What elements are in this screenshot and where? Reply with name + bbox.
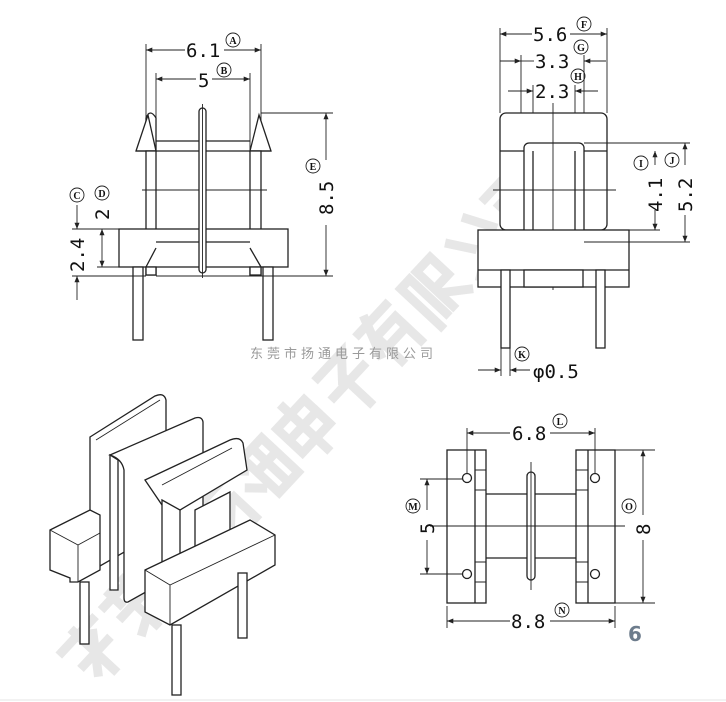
bottom-view: 6.8 L 5 M 8 O 8.8 N (405, 413, 655, 633)
label-c: C (73, 191, 80, 202)
dim-d: 2 (92, 209, 114, 220)
dim-e: 8.5 (316, 181, 338, 215)
isometric-view (49, 394, 276, 696)
label-i: I (639, 159, 643, 170)
pin (595, 269, 606, 349)
dim-c: 2.4 (67, 238, 89, 272)
label-k: K (518, 350, 526, 361)
label-f: F (581, 20, 587, 31)
pin (500, 269, 511, 349)
pin-hole (589, 568, 601, 580)
label-g: G (577, 43, 585, 54)
label-h: H (574, 72, 582, 83)
watermark-small: 东莞市扬通电子有限公司 (250, 346, 437, 362)
label-b: B (221, 66, 228, 77)
dim-l: 6.8 (512, 423, 546, 445)
label-a: A (229, 36, 237, 47)
dim-n: 8.8 (511, 611, 545, 633)
label-j: J (670, 156, 675, 167)
page-number: 6 (628, 622, 642, 646)
label-e: E (310, 162, 317, 173)
dim-m: 5 (417, 523, 439, 534)
dim-a: 6.1 (186, 40, 220, 62)
label-d: D (98, 189, 105, 200)
pin (132, 266, 144, 341)
dim-f: 5.6 (533, 24, 567, 46)
pin-hole (461, 568, 473, 580)
dim-h: 2.3 (535, 81, 569, 103)
pin-hole (589, 472, 601, 484)
label-l: L (557, 417, 564, 428)
dim-j: 5.2 (675, 178, 697, 212)
dim-b: 5 (198, 70, 209, 92)
pin-hole (461, 472, 473, 484)
dim-k: φ0.5 (533, 361, 579, 383)
dim-o: 8 (633, 524, 655, 535)
right-clip (249, 112, 272, 152)
side-view: 5.6 F 3.3 G 2.3 H 4.1 5.2 I J φ0.5 K (477, 16, 697, 383)
dim-i: 4.1 (645, 178, 667, 212)
front-view: 6.1 A 5 B 8.5 E 2.4 2 C D (67, 32, 338, 341)
pin (262, 266, 274, 341)
label-o: O (625, 502, 633, 513)
label-n: N (558, 606, 566, 617)
dim-g: 3.3 (535, 51, 569, 73)
label-m: M (408, 502, 418, 513)
